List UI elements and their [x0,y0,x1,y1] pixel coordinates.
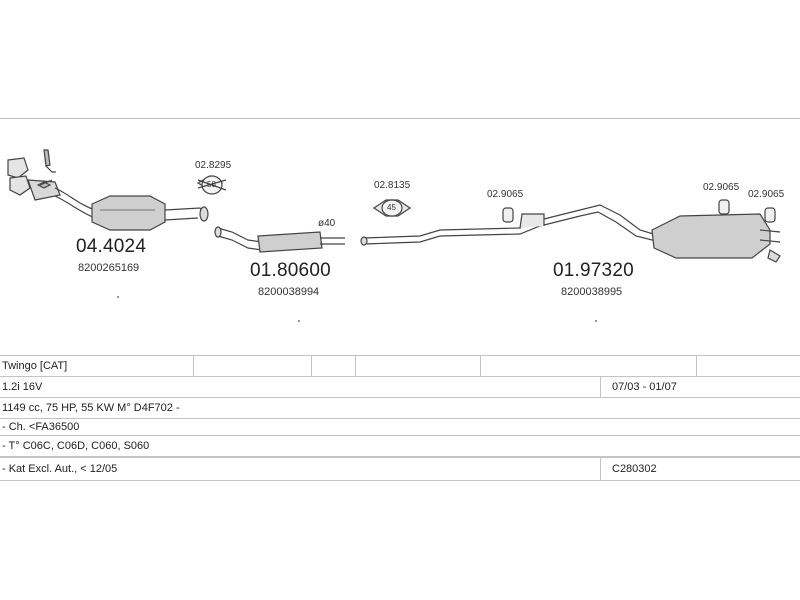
fitting-code: 02.9065 [748,189,785,200]
type-codes: - T° C06C, C06D, C060, S060 [2,440,150,452]
table-row: - Kat Excl. Aut., < 12/05 C280302 [0,457,800,481]
table-row: - T° C06C, C06D, C060, S060 [0,436,800,457]
part-code: 01.97320 [553,260,634,281]
clamp-badge: 58 [207,180,216,189]
oem-number: 8200038995 [561,286,623,298]
model-name: Twingo [CAT] [2,360,68,372]
table-row: Twingo [CAT] [0,355,800,377]
marker-dot [595,320,597,322]
top-divider [0,118,800,119]
part-code: 01.80600 [250,260,331,281]
marker-dot [298,320,300,322]
fitting-code: 02.9065 [703,182,740,193]
table-row: 1.2i 16V 07/03 - 01/07 [0,377,800,398]
column-divider [193,356,194,376]
engine-name: 1.2i 16V [2,381,43,393]
front-silencer-drawing [214,226,345,253]
column-divider [600,377,601,397]
column-divider [600,458,601,480]
hanger-drawings [502,199,776,223]
clamp-badge: 45 [387,203,396,212]
part-code: 04.4024 [76,236,147,257]
chassis-range: - Ch. <FA36500 [2,421,80,433]
oem-number: 8200265169 [78,262,140,274]
pipe-diameter: ø40 [318,218,336,229]
column-divider [480,356,481,376]
catalog-code: C280302 [612,463,657,475]
fitting-code: 02.8295 [195,160,232,171]
column-divider [355,356,356,376]
table-row: 1149 cc, 75 HP, 55 KW M° D4F702 - [0,398,800,419]
rear-silencer-drawing [360,204,781,263]
vehicle-table: Twingo [CAT] 1.2i 16V 07/03 - 01/07 1149… [0,355,800,481]
table-row: - Ch. <FA36500 [0,419,800,436]
clamp-58-drawing [196,175,227,195]
marker-dot [117,296,119,298]
column-divider [311,356,312,376]
oem-number: 8200038994 [258,286,320,298]
fitting-code: 02.9065 [487,189,524,200]
catalytic-converter-drawing [7,149,209,231]
engine-specs: 1149 cc, 75 HP, 55 KW M° D4F702 - [2,402,180,414]
fitting-code: 02.8135 [374,180,411,191]
notes: - Kat Excl. Aut., < 12/05 [2,463,118,475]
production-years: 07/03 - 01/07 [612,381,677,393]
clamp-45-drawing [372,199,412,217]
column-divider [696,356,697,376]
